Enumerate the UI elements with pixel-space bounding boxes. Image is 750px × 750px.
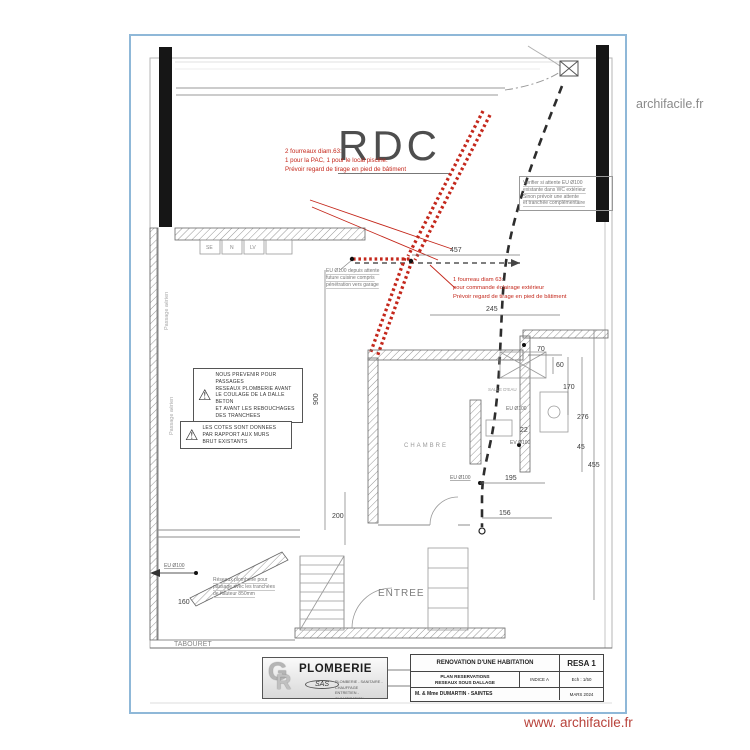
note-reseaux-plomberie: Réseaux plomberie pour passage avec les … bbox=[213, 577, 275, 597]
dim-276: 276 bbox=[577, 414, 589, 421]
pipe-junction-dots bbox=[194, 256, 526, 575]
dim-160: 160 bbox=[178, 599, 190, 606]
pipe-label-eu100-mid: EU Ø100 bbox=[450, 475, 471, 481]
titleblock-date: MARS 2024 bbox=[559, 687, 603, 700]
main-dashed-pipe-route bbox=[478, 85, 564, 535]
staircase bbox=[299, 555, 345, 631]
scan-bar-left bbox=[159, 47, 172, 227]
logo-name: PLOMBERIE bbox=[299, 663, 372, 675]
logo-tagline: PLOMBERIE - SANITAIRE - CHAUFFAGE ENTRET… bbox=[335, 680, 383, 698]
watermark-archifacile-top: archifacile.fr bbox=[636, 97, 704, 111]
scan-bar-right bbox=[596, 45, 609, 222]
title-block: RENOVATION D'UNE HABITATION RESA 1 PLAN … bbox=[410, 654, 604, 702]
closet-shelving bbox=[427, 547, 469, 631]
fixture-label-n: N bbox=[230, 245, 234, 251]
titleblock-client: M. & Mme DUMARTIN - SAINTES bbox=[411, 687, 559, 700]
regard-crossed-box-icon bbox=[559, 60, 579, 77]
red-conduit-dotted-lines bbox=[353, 110, 492, 358]
room-label-tabouret: TABOURET bbox=[174, 641, 212, 648]
dim-900: 900 bbox=[313, 393, 320, 405]
dim-245: 245 bbox=[486, 306, 498, 313]
titleblock-ref: RESA 1 bbox=[559, 655, 603, 671]
dim-455: 455 bbox=[588, 462, 600, 469]
pipe-label-ev100: EV Ø100 bbox=[510, 440, 531, 446]
warning-box-prevenir: ⚠ NOUS PREVENIR POUR PASSAGES RESEAUX PL… bbox=[193, 368, 303, 424]
passage-label-1: Passage aérien bbox=[164, 292, 170, 330]
titleblock-connectors bbox=[150, 647, 612, 687]
pipe-label-eu100-top: EU Ø100 bbox=[506, 406, 527, 412]
door-swing-arcs bbox=[351, 496, 459, 629]
dim-170: 170 bbox=[563, 384, 575, 391]
red-note-two-fourreaux: 2 fourreaux diam.63: 1 pour la PAC, 1 po… bbox=[285, 148, 407, 173]
interior-walls bbox=[158, 524, 470, 641]
dim-200: 200 bbox=[332, 513, 344, 520]
titleblock-doc: PLAN RESERVATIONS RESEAUX SOUS DALLAGE bbox=[411, 671, 519, 687]
passage-label-2: Passage aérien bbox=[169, 397, 175, 435]
arrowhead-right bbox=[511, 259, 520, 267]
watermark-archifacile-bottom: www. archifacile.fr bbox=[524, 715, 633, 730]
warning-text-prevenir: NOUS PREVENIR POUR PASSAGES RESEAUX PLOM… bbox=[215, 372, 295, 419]
dim-22: 22 bbox=[520, 427, 528, 434]
dim-156: 156 bbox=[499, 510, 511, 517]
warning-box-cotes: ⚠ LES COTES SONT DONNEES PAR RAPPORT AUX… bbox=[180, 421, 292, 450]
logo-sas-badge: SAS bbox=[305, 680, 340, 689]
dim-195: 195 bbox=[505, 475, 517, 482]
dimension-lines bbox=[324, 254, 595, 600]
red-note-one-fourreau: 1 fourreau diam 63: pour commande éclair… bbox=[453, 277, 567, 300]
logo-letter-r: R bbox=[276, 671, 292, 694]
red-leader-lines bbox=[309, 199, 456, 289]
pipe-label-eu100-left: EU Ø100 bbox=[164, 563, 185, 569]
fixture-label-se: SE bbox=[206, 245, 213, 251]
site-boundary bbox=[176, 45, 561, 96]
dim-70: 70 bbox=[537, 346, 545, 353]
titleblock-scale: Ech : 1/50 bbox=[559, 671, 603, 687]
floor-title-rdc: RDC bbox=[338, 122, 449, 174]
logo-letter-g: G bbox=[268, 658, 288, 686]
room-label-entree: ENTREE bbox=[378, 588, 425, 599]
titleblock-indice: INDICE A bbox=[519, 671, 559, 687]
note-verifier-attente: Vérifier si attente EU Ø100 existante da… bbox=[519, 176, 613, 211]
warning-triangle-icon: ⚠ bbox=[198, 387, 212, 405]
room-label-chambre: CHAMBRE bbox=[404, 443, 449, 449]
dim-45: 45 bbox=[577, 444, 585, 451]
dim-60: 60 bbox=[556, 362, 564, 369]
hatched-walls bbox=[149, 227, 609, 641]
note-eu-depuis-attente: EU Ø100 depuis attente future cuisine co… bbox=[326, 268, 380, 288]
eu-connection-arrow bbox=[150, 259, 353, 577]
titleblock-project: RENOVATION D'UNE HABITATION bbox=[436, 660, 534, 666]
kitchen-fixtures bbox=[199, 239, 293, 255]
room-label-salle-eau: SALLE D'EAU bbox=[488, 387, 517, 392]
company-logo: G R PLOMBERIE SAS PLOMBERIE - SANITAIRE … bbox=[262, 657, 388, 699]
dim-457: 457 bbox=[450, 247, 462, 254]
warning-text-cotes: LES COTES SONT DONNEES PAR RAPPORT AUX M… bbox=[202, 425, 277, 445]
warning-triangle-icon: ⚠ bbox=[185, 426, 199, 444]
fixture-label-lv: LV bbox=[250, 245, 256, 251]
